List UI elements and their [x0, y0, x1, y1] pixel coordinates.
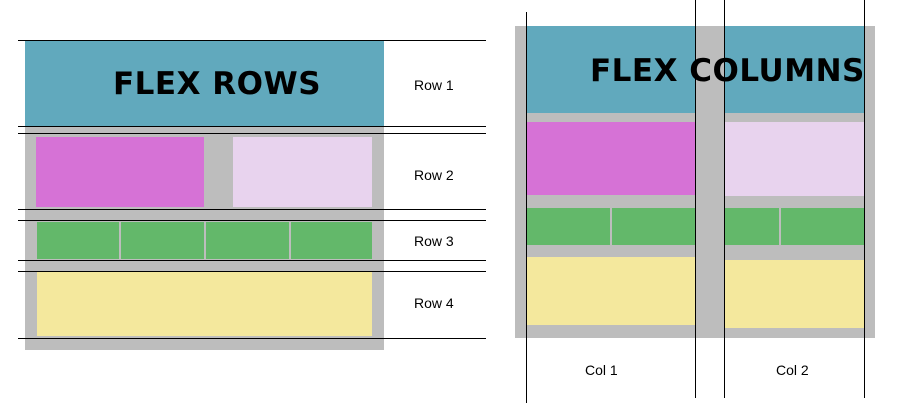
row-guide-line [18, 338, 486, 339]
row-label-1: Row 1 [414, 77, 454, 93]
row-label-3: Row 3 [414, 233, 454, 249]
row2-item-1 [36, 137, 204, 207]
col2-item-lavender [724, 122, 864, 196]
col-guide-line [864, 0, 865, 398]
row-label-2: Row 2 [414, 167, 454, 183]
row-label-4: Row 4 [414, 295, 454, 311]
row-guide-line [18, 271, 486, 272]
row-guide-line [18, 133, 486, 134]
col2-header-block [724, 26, 864, 113]
col1-item-yellow [527, 257, 695, 325]
row2-item-2 [233, 137, 372, 207]
row4-item [37, 272, 372, 336]
col2-item-yellow [724, 260, 864, 328]
row-guide-line [18, 209, 486, 210]
flex-columns-title: FLEX COLUMNS [590, 53, 865, 89]
col1-green-divider [610, 208, 612, 245]
col-label-2: Col 2 [776, 362, 809, 378]
col-label-1: Col 1 [585, 362, 618, 378]
row3-divider-3 [289, 222, 291, 259]
col-guide-line [526, 12, 527, 403]
row3-divider-2 [204, 222, 206, 259]
row1-header-block [25, 40, 384, 126]
row-guide-line [18, 126, 486, 127]
row-guide-line [18, 40, 486, 41]
col2-green-divider [779, 208, 781, 245]
col2-green-strip [724, 208, 864, 245]
col-guide-line [695, 0, 696, 398]
row-guide-line [18, 260, 486, 261]
row-guide-line [18, 220, 486, 221]
col-guide-line [724, 0, 725, 398]
row3-divider-1 [119, 222, 121, 259]
col1-header-block [527, 26, 695, 113]
col1-item-magenta [527, 122, 695, 195]
flex-rows-title: FLEX ROWS [113, 66, 322, 102]
